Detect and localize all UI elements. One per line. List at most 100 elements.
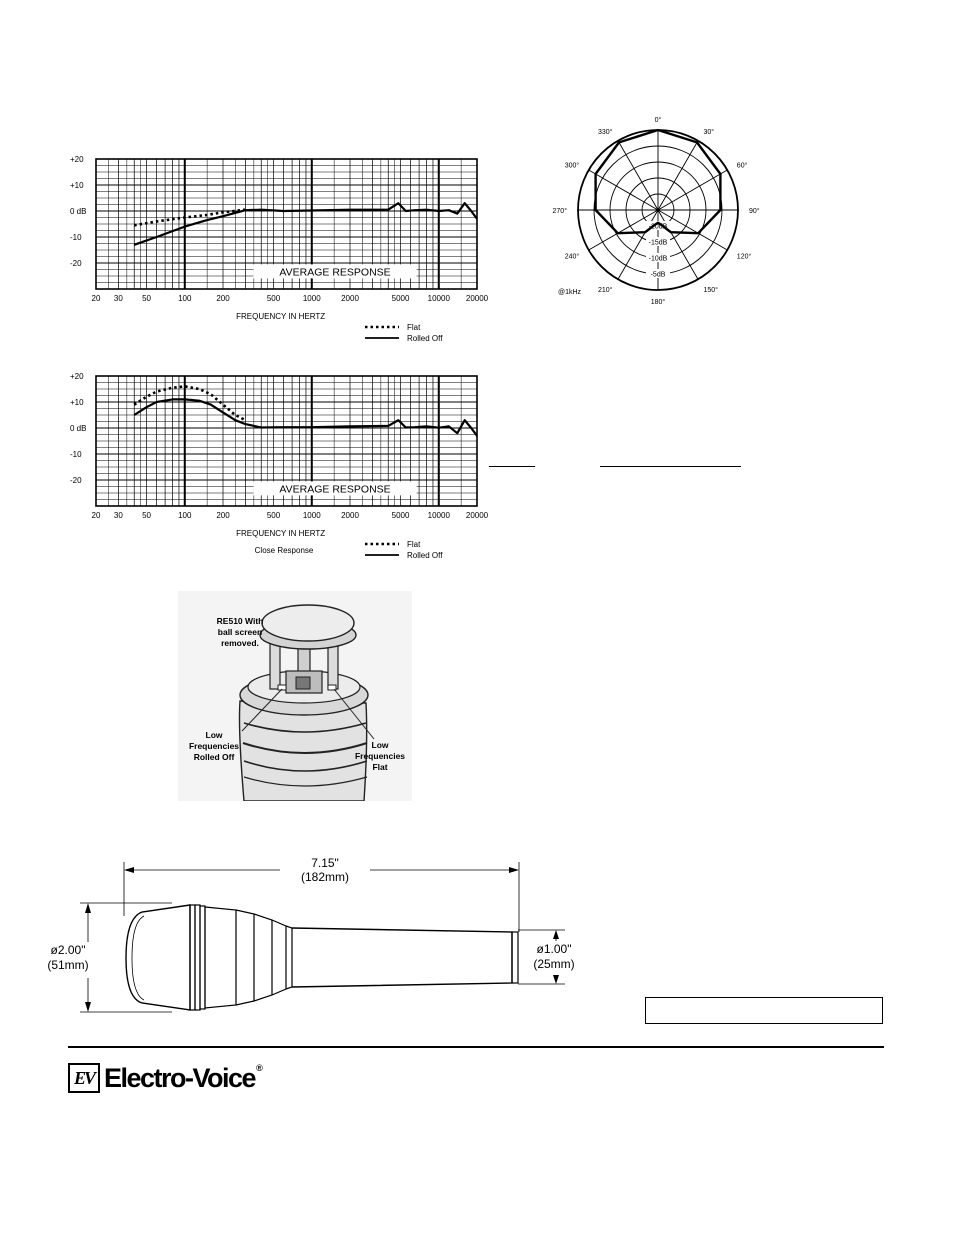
y-tick-label: 0 dB [70, 207, 86, 216]
y-tick-label: -10 [70, 450, 82, 459]
angle-label: 330° [598, 128, 613, 136]
tail-diameter-inches: ø1.00" [537, 942, 572, 956]
electro-voice-logo: EV Electro-Voice® [68, 1061, 263, 1095]
polar-pattern-curve [594, 128, 722, 235]
polar-spoke [617, 140, 659, 211]
x-tick-label: 10000 [428, 294, 451, 303]
legend-label-flat: Flat [407, 323, 421, 332]
x-tick-label: 20 [92, 294, 101, 303]
x-tick-label: 50 [142, 294, 151, 303]
ring-label: -15dB [649, 240, 668, 247]
x-tick-label: 2000 [341, 294, 359, 303]
ring-label-background [646, 237, 670, 246]
close-frequency-response-chart: +20 +10 0 dB -10 -20 20 30 50 100 200 500 1000 2000 5… [70, 372, 489, 560]
blank-underline-short [489, 466, 535, 467]
x-tick-label: 5000 [392, 511, 410, 520]
x-tick-label: 50 [142, 511, 151, 520]
series-line-rolled-off [133, 398, 478, 437]
x-tick-label: 100 [178, 511, 192, 520]
x-tick-label: 1000 [303, 294, 321, 303]
x-tick-label: 20000 [466, 511, 489, 520]
average-response-annotation: AVERAGE RESPONSE [279, 483, 390, 495]
head-diameter-inches: ø2.00" [51, 943, 86, 957]
legend-label-rolled-off: Rolled Off [407, 334, 443, 343]
ring-label: -5dB [651, 272, 666, 279]
x-tick-label: 10000 [428, 511, 451, 520]
angle-label: 180° [651, 298, 666, 306]
x-tick-label: 20 [92, 511, 101, 520]
x-tick-label: 100 [178, 294, 192, 303]
legend-label-rolled-off: Rolled Off [407, 551, 443, 560]
polar-spoke [657, 140, 699, 211]
dimension-drawing: 7.15" (182mm) ø2.00" (51mm) ø1.00" (25mm… [47, 856, 581, 1013]
polar-pattern-chart: 0° 30° 60° 90° 120° 150° 180° 210° 240° 270° 300° 3… [553, 116, 760, 306]
x-tick-label: 500 [267, 511, 281, 520]
polar-spoke [588, 209, 659, 251]
frequency-response-chart: +20 +10 0 dB -10 -20 20 30 50 100 200 500 1000 2000 5… [70, 155, 489, 343]
y-tick-label: -10 [70, 233, 82, 242]
footer-rule [68, 1046, 884, 1048]
y-tick-label: -20 [70, 476, 82, 485]
x-axis-label: FREQUENCY IN HERTZ [236, 529, 325, 538]
length-inches: 7.15" [311, 856, 339, 870]
registered-mark: ® [256, 1062, 263, 1073]
angle-label: 30° [704, 128, 715, 136]
blank-underline-long [600, 466, 741, 467]
length-mm: (182mm) [301, 870, 349, 884]
x-tick-label: 200 [216, 511, 230, 520]
angle-label: 150° [704, 286, 719, 294]
series-line-rolled-off [133, 202, 478, 246]
y-tick-label: 0 dB [70, 424, 86, 433]
x-axis-label: FREQUENCY IN HERTZ [236, 312, 325, 321]
ring-label: -20dB [649, 224, 668, 231]
brand-wordmark: Electro-Voice® [104, 1062, 263, 1094]
polar-spoke [657, 209, 728, 251]
legend-label-flat: Flat [407, 540, 421, 549]
average-response-annotation: AVERAGE RESPONSE [279, 266, 390, 278]
angle-label: 60° [737, 162, 748, 170]
ring-label: -10dB [649, 256, 668, 263]
x-tick-label: 30 [114, 511, 123, 520]
annotation-background [253, 264, 417, 279]
x-tick-label: 2000 [341, 511, 359, 520]
ring-label-background [646, 253, 670, 262]
x-tick-label: 500 [267, 294, 281, 303]
y-tick-label: +20 [70, 372, 84, 381]
angle-label: 240° [565, 253, 580, 261]
series-line-flat [133, 208, 246, 227]
x-tick-label: 30 [114, 294, 123, 303]
ev-monogram: EV [68, 1063, 100, 1093]
x-tick-label: 5000 [392, 294, 410, 303]
polar-note: @1kHz [558, 289, 582, 296]
mic-body-shape [238, 700, 368, 801]
angle-label: 90° [749, 207, 760, 215]
y-tick-label: +10 [70, 181, 84, 190]
polar-spoke [657, 169, 728, 211]
x-tick-label: 200 [216, 294, 230, 303]
chart-title: Close Response [255, 546, 314, 555]
microphone-outline [125, 904, 519, 1011]
x-tick-label: 20000 [466, 294, 489, 303]
angle-label: 300° [565, 162, 580, 170]
head-diameter-mm: (51mm) [47, 958, 88, 972]
x-tick-label: 1000 [303, 511, 321, 520]
brand-name: Electro-Voice [104, 1062, 257, 1093]
polar-spoke [588, 169, 659, 211]
y-tick-label: -20 [70, 259, 82, 268]
empty-box [645, 997, 883, 1024]
tail-diameter-mm: (25mm) [533, 957, 574, 971]
y-tick-label: +20 [70, 155, 84, 164]
angle-label: 120° [737, 253, 752, 261]
y-tick-label: +10 [70, 398, 84, 407]
angle-label: 0° [655, 116, 662, 124]
ring-label-background [646, 269, 670, 278]
ring-label-background [646, 221, 670, 230]
series-line-flat [133, 385, 246, 422]
annotation-background [253, 481, 417, 496]
angle-label: 210° [598, 286, 613, 294]
angle-label: 270° [553, 207, 568, 215]
